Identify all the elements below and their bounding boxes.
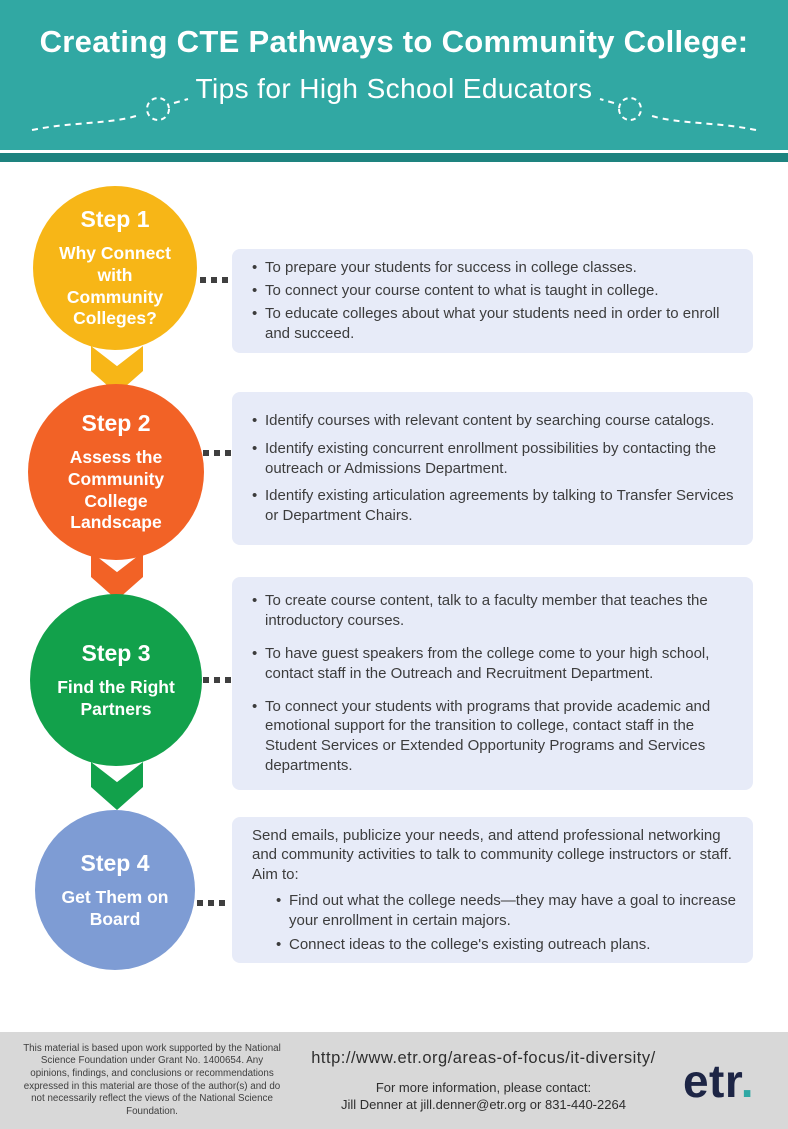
contact-info: Jill Denner at jill.denner@etr.org or 83…: [341, 1097, 626, 1112]
dot: [203, 450, 209, 456]
bullet-item: To prepare your students for success in …: [252, 258, 741, 278]
dot: [214, 677, 220, 683]
step4-label: Step 4: [80, 849, 150, 876]
connector-dots-icon: [197, 900, 225, 906]
bullet-item: Find out what the college needs—they may…: [276, 891, 741, 931]
dot: [208, 900, 214, 906]
dot: [214, 450, 220, 456]
step2-title: Assess the Community College Landscape: [67, 446, 165, 533]
connector-dots-icon: [203, 450, 231, 456]
bullet-item: Connect ideas to the college's existing …: [276, 935, 741, 955]
step1-title: Why Connect with Community Colleges?: [59, 242, 171, 329]
bullet-item: To connect your students with programs t…: [252, 697, 741, 776]
dot: [219, 900, 225, 906]
step2-circle: Step 2 Assess the Community College Land…: [28, 384, 204, 560]
step3-details-box: To create course content, talk to a facu…: [232, 577, 753, 790]
step3-label: Step 3: [81, 639, 151, 666]
dashed-flourish-icon: [599, 97, 757, 131]
connector-dots-icon: [203, 677, 231, 683]
step2-details-box: Identify courses with relevant content b…: [232, 392, 753, 545]
bullet-item: To connect your course content to what i…: [252, 281, 741, 301]
dot: [197, 900, 203, 906]
dot: [203, 677, 209, 683]
etr-logo-dot: .: [740, 1054, 754, 1107]
header: Creating CTE Pathways to Community Colle…: [0, 0, 788, 150]
bullet-item: Identify existing articulation agreement…: [252, 486, 741, 526]
step4-bullet-list: Find out what the college needs—they may…: [276, 891, 741, 954]
etr-logo-text: etr: [682, 1054, 741, 1107]
step3-circle: Step 3 Find the Right Partners: [30, 594, 202, 766]
footer-contact-block: http://www.etr.org/areas-of-focus/it-div…: [284, 1049, 683, 1112]
dashed-flourish-icon: [31, 97, 189, 131]
step4-intro-text: Send emails, publicize your needs, and a…: [252, 826, 732, 884]
footer: This material is based upon work support…: [0, 1032, 788, 1129]
bullet-item: Identify courses with relevant content b…: [252, 411, 741, 431]
down-arrow-icon: [91, 762, 143, 810]
step4-circle: Step 4 Get Them on Board: [35, 810, 195, 970]
nsf-disclaimer: This material is based upon work support…: [23, 1042, 281, 1117]
step4-details-box: Send emails, publicize your needs, and a…: [232, 817, 753, 963]
bullet-item: Identify existing concurrent enrollment …: [252, 439, 741, 479]
dot: [200, 277, 206, 283]
dot: [211, 277, 217, 283]
step3-title: Find the Right Partners: [57, 676, 175, 719]
step1-details-box: To prepare your students for success in …: [232, 249, 753, 353]
poster-subtitle: Tips for High School Educators: [195, 73, 593, 104]
step1-label: Step 1: [80, 205, 150, 232]
header-accent-band: [0, 153, 788, 162]
dot: [222, 277, 228, 283]
etr-logo: etr.: [683, 1054, 754, 1108]
connector-dots-icon: [200, 277, 228, 283]
step4-title: Get Them on Board: [61, 886, 169, 929]
contact-heading: For more information, please contact:: [375, 1080, 592, 1095]
dot: [225, 677, 231, 683]
step1-circle: Step 1 Why Connect with Community Colleg…: [33, 186, 197, 350]
bullet-item: To create course content, talk to a facu…: [252, 591, 741, 631]
bullet-item: To have guest speakers from the college …: [252, 644, 741, 684]
poster-title: Creating CTE Pathways to Community Colle…: [39, 24, 749, 59]
dot: [225, 450, 231, 456]
step2-label: Step 2: [81, 409, 151, 436]
bullet-item: To educate colleges about what your stud…: [252, 304, 741, 344]
website-url: http://www.etr.org/areas-of-focus/it-div…: [311, 1049, 656, 1067]
